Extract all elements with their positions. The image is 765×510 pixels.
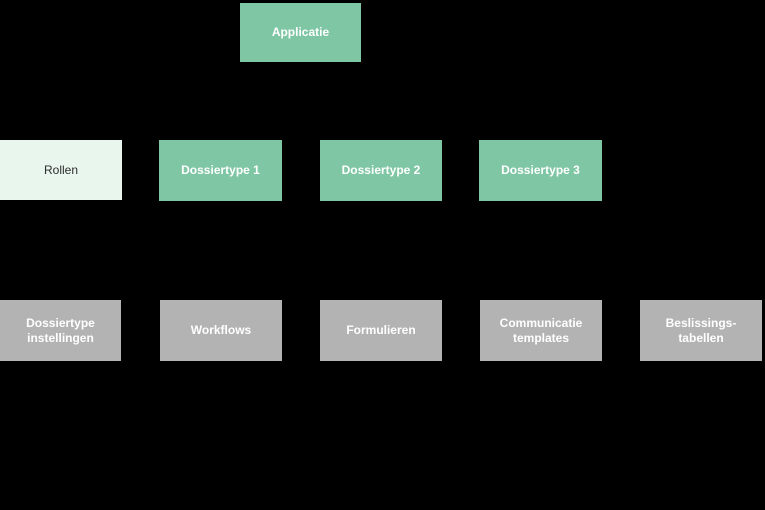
diagram-node-communicatie-templates: Communicatie templates (480, 300, 602, 361)
diagram-node-dossiertype-1: Dossiertype 1 (159, 140, 282, 201)
diagram-node-applicatie: Applicatie (240, 3, 361, 62)
diagram-node-workflows: Workflows (160, 300, 282, 361)
diagram-node-formulieren: Formulieren (320, 300, 442, 361)
diagram-node-dossiertype-instellingen: Dossiertype instellingen (0, 300, 121, 361)
diagram-node-dossiertype-3: Dossiertype 3 (479, 140, 602, 201)
diagram-node-rollen: Rollen (0, 140, 122, 200)
diagram-node-dossiertype-2: Dossiertype 2 (320, 140, 442, 201)
diagram-node-beslissings-tabellen: Beslissings- tabellen (640, 300, 762, 361)
